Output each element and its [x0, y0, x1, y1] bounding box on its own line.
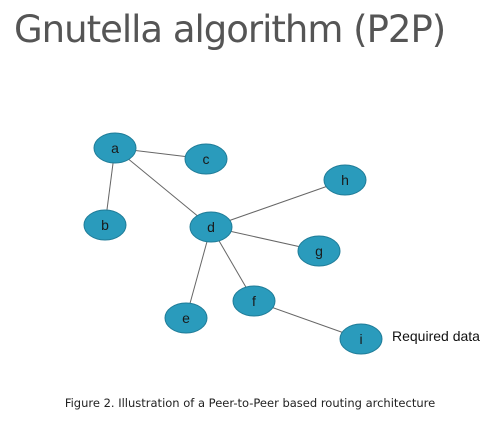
node-i-shape — [339, 323, 383, 355]
edge-d-h — [210, 179, 346, 228]
node-i: i — [339, 323, 383, 355]
nodes: a b c d e f g h i — [83, 132, 383, 355]
node-i-label: i — [359, 331, 362, 347]
node-f-label: f — [252, 293, 256, 309]
node-f-shape — [232, 285, 276, 317]
node-f: f — [232, 285, 276, 317]
node-e-shape — [164, 302, 208, 334]
node-d-label: d — [207, 219, 215, 235]
node-a-shape — [93, 132, 137, 164]
node-b-shape — [83, 209, 127, 241]
node-e: e — [164, 302, 208, 334]
node-b: b — [83, 209, 127, 241]
node-a-label: a — [111, 140, 119, 156]
node-b-label: b — [101, 217, 109, 233]
figure-caption: Figure 2. Illustration of a Peer-to-Peer… — [64, 396, 436, 410]
node-a: a — [93, 132, 137, 164]
node-g: g — [297, 235, 341, 267]
node-c-label: c — [203, 151, 210, 167]
node-c-shape — [184, 143, 228, 175]
node-g-shape — [297, 235, 341, 267]
required-data-label: Required data — [392, 328, 480, 344]
edge-a-d — [114, 147, 212, 228]
node-e-label: e — [182, 310, 190, 326]
node-d: d — [189, 211, 233, 243]
node-h-shape — [323, 164, 367, 196]
node-d-shape — [189, 211, 233, 243]
node-c: c — [184, 143, 228, 175]
node-g-label: g — [315, 243, 323, 259]
node-h-label: h — [341, 172, 349, 188]
node-h: h — [323, 164, 367, 196]
page-title: Gnutella algorithm (P2P) — [14, 8, 446, 51]
